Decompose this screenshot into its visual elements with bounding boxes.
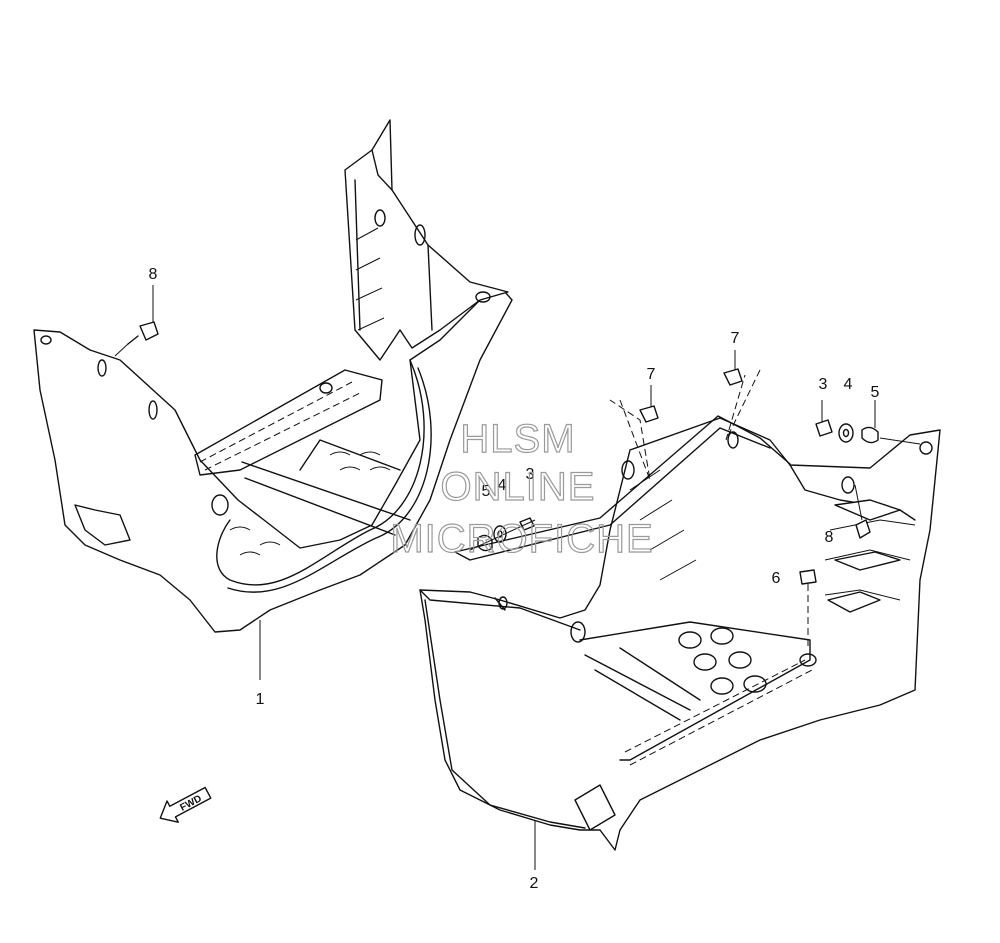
- callout-left-5: 5: [482, 483, 491, 500]
- fwd-arrow-label: FWD: [178, 793, 203, 813]
- fwd-arrow: FWD: [159, 786, 212, 823]
- callout-part-1: 1: [256, 691, 265, 708]
- callout-right-8: 8: [825, 529, 834, 546]
- callout-right-4: 4: [844, 376, 853, 393]
- callout-left-4: 4: [498, 477, 507, 494]
- callout-right-5: 5: [871, 384, 880, 401]
- callout-labels: 8 1 5 4 3 7 7 3 4 5 8 6 2: [149, 266, 880, 892]
- part-1-left-footrest: [33, 119, 513, 680]
- watermark-line3: MICROFICHE: [390, 517, 653, 561]
- callout-left-8: 8: [149, 266, 158, 283]
- callout-left-3: 3: [526, 466, 535, 483]
- callout-right-7b: 7: [731, 330, 740, 347]
- hardware-left: [114, 285, 536, 552]
- watermark: HLSM ONLINE MICROFICHE: [390, 416, 654, 561]
- watermark-line2: ONLINE: [441, 465, 596, 509]
- watermark-line1: HLSM: [460, 417, 575, 461]
- part-2-right-footrest: [419, 415, 941, 870]
- callout-right-7a: 7: [647, 366, 656, 383]
- callout-part-2: 2: [530, 875, 539, 892]
- hardware-right: [609, 350, 921, 650]
- callout-right-3: 3: [819, 376, 828, 393]
- callout-right-6: 6: [772, 570, 781, 587]
